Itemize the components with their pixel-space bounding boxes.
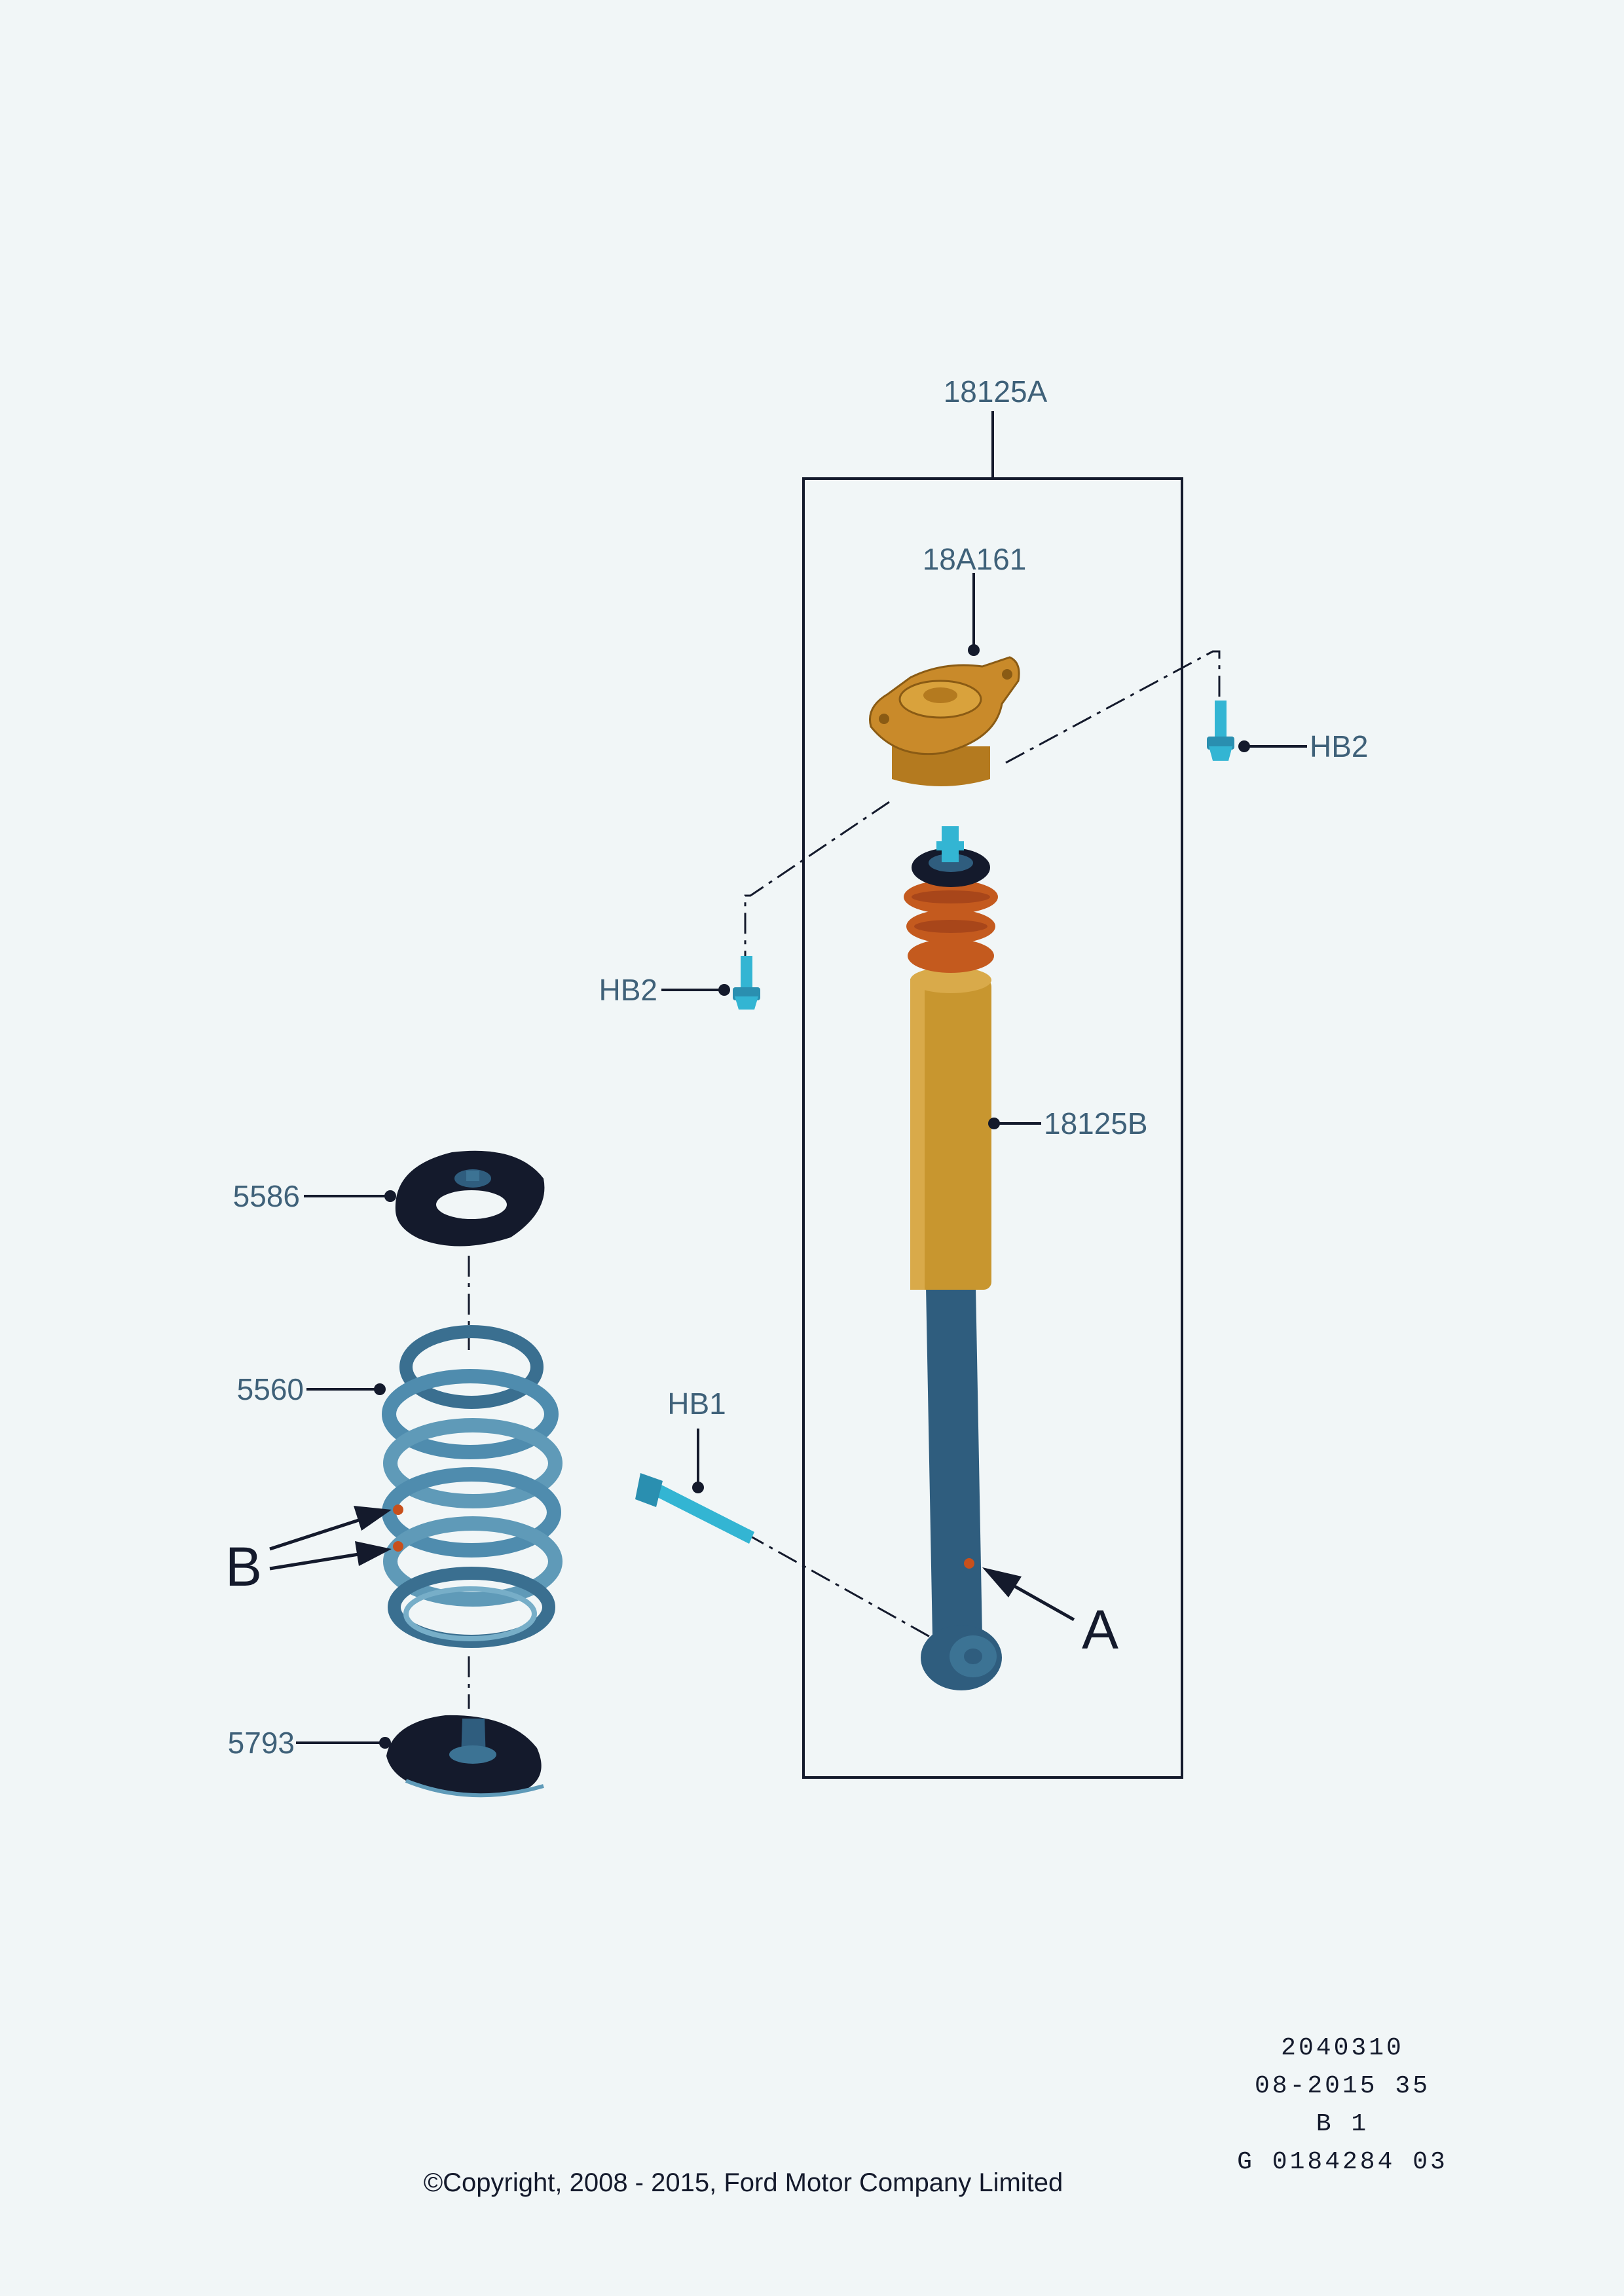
mark-a-dot bbox=[964, 1558, 974, 1569]
label-hb2-left: HB2 bbox=[599, 973, 657, 1007]
bolt-hb1 bbox=[635, 1473, 754, 1544]
bolt-hb2-right bbox=[1207, 701, 1234, 761]
label-hb2-right: HB2 bbox=[1310, 729, 1368, 763]
mark-b-dot-upper bbox=[393, 1504, 403, 1515]
label-mark-b: B bbox=[225, 1536, 262, 1597]
lower-spring-seat bbox=[386, 1715, 544, 1798]
assembly-centerlines bbox=[468, 650, 1221, 1709]
label-18A161: 18A161 bbox=[923, 542, 1027, 576]
shock-absorber bbox=[904, 826, 1002, 1690]
bolt-hb2-left bbox=[733, 956, 760, 1010]
copyright-notice: ©Copyright, 2008 - 2015, Ford Motor Comp… bbox=[423, 2168, 1063, 2197]
drawing-code: 2040310 bbox=[1281, 2034, 1404, 2062]
label-mark-a: A bbox=[1082, 1599, 1118, 1660]
coil-spring bbox=[382, 1325, 563, 1648]
label-hb1: HB1 bbox=[667, 1387, 726, 1421]
shock-assembly-frame bbox=[802, 411, 1183, 1779]
drawing-id: G 0184284 03 bbox=[1237, 2148, 1448, 2176]
top-mount bbox=[869, 656, 1020, 786]
label-5586: 5586 bbox=[233, 1179, 300, 1213]
label-5793: 5793 bbox=[228, 1726, 295, 1760]
mark-arrows bbox=[269, 1506, 1075, 1622]
mark-b-dot-lower bbox=[393, 1541, 403, 1552]
upper-spring-seat bbox=[395, 1150, 545, 1247]
callout-labels: 18125A 18A161 HB2 HB2 18125B 5586 5560 H… bbox=[225, 374, 1369, 1760]
label-18125A: 18125A bbox=[944, 374, 1048, 409]
identification-marks bbox=[393, 1504, 974, 1569]
drawing-info-block: 2040310 08-2015 35 B 1 G 0184284 03 bbox=[1205, 2030, 1480, 2181]
label-5560: 5560 bbox=[237, 1372, 304, 1406]
drawing-revision: B 1 bbox=[1316, 2110, 1369, 2138]
label-18125B: 18125B bbox=[1044, 1106, 1148, 1140]
leader-lines bbox=[296, 573, 1307, 1749]
drawing-date: 08-2015 35 bbox=[1254, 2072, 1431, 2100]
